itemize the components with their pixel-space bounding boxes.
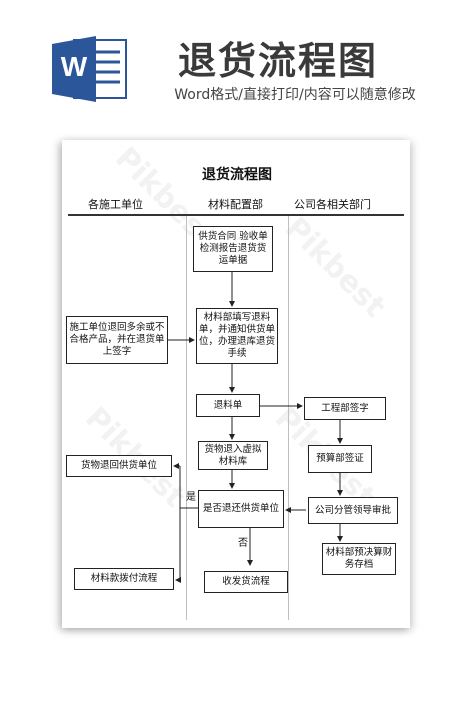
word-icon-letter: W xyxy=(60,51,88,82)
flow-node-shipping-process: 收发货流程 xyxy=(204,571,288,593)
flow-node-leader-approval: 公司分管领导审批 xyxy=(308,497,398,524)
column-header-company-depts: 公司各相关部门 xyxy=(294,198,371,211)
flow-node-return-to-supplier: 货物退回供货单位 xyxy=(66,455,172,477)
flow-arrows xyxy=(168,272,343,583)
flow-node-payment-process: 材料款拨付流程 xyxy=(74,568,174,590)
flow-node-budget-approval: 预算部签证 xyxy=(308,445,372,473)
decision-no-label: 否 xyxy=(238,538,248,549)
banner-subtitle: Word格式/直接打印/内容可以随意修改 xyxy=(174,87,416,103)
word-icon: W xyxy=(52,36,130,102)
lane-divider xyxy=(288,216,289,620)
doc-title: 退货流程图 xyxy=(202,167,272,183)
flow-node-engineering-sign: 工程部签字 xyxy=(304,397,386,420)
flow-node-contract-documents: 供货合同 验收单检测报告退货货运单据 xyxy=(193,226,273,272)
column-header-construction-units: 各施工单位 xyxy=(88,198,143,211)
flow-node-finance-archive: 材料部预决算财务存档 xyxy=(322,543,396,575)
flow-node-units-return-goods: 施工单位退回多余或不合格产品，并在退货单上签字 xyxy=(66,316,168,364)
flow-node-virtual-warehouse: 货物退入虚拟材料库 xyxy=(198,441,268,470)
flow-node-fill-return-slip: 材料部填写退料单，并通知供货单位，办理退库退货手续 xyxy=(196,308,278,364)
header-divider xyxy=(68,214,404,216)
column-header-materials-dept: 材料配置部 xyxy=(208,198,263,211)
flow-node-decision-return: 是否退还供货单位 xyxy=(198,490,284,528)
banner-title: 退货流程图 xyxy=(178,39,379,83)
decision-yes-label: 是 xyxy=(186,492,196,503)
flow-node-return-slip: 退料单 xyxy=(196,394,260,417)
document-page: Pikbest Pikbest Pikbest Pikbest 退货流程图 各施… xyxy=(62,140,410,628)
lane-divider xyxy=(186,216,187,620)
